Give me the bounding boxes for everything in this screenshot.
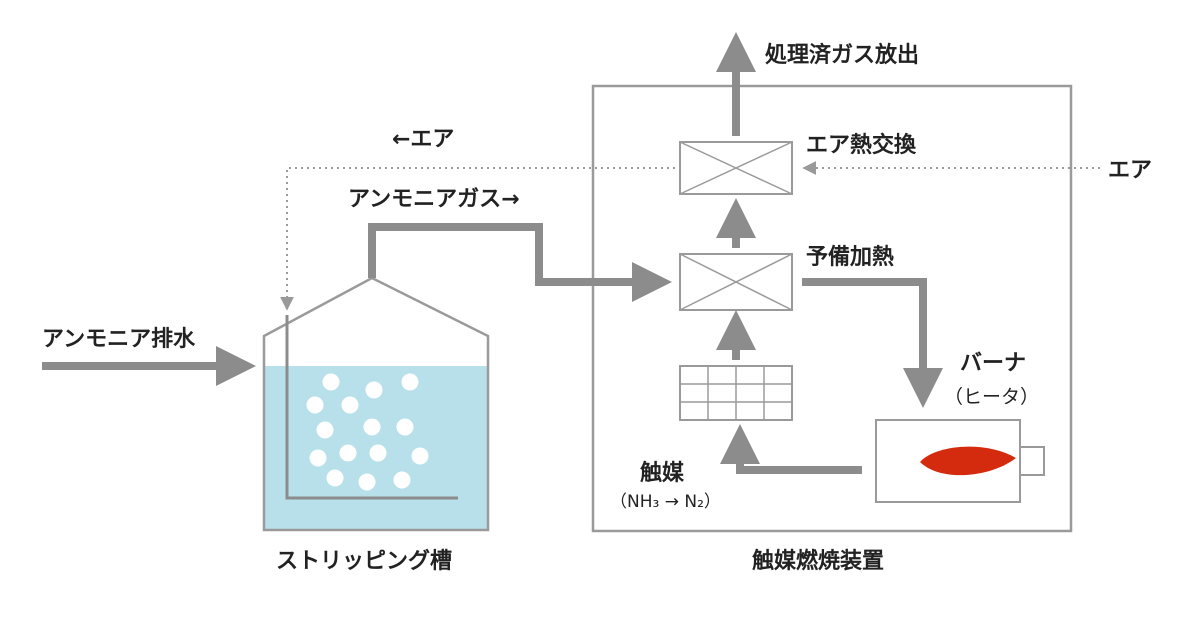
label-catalyst-reaction: （NH₃ → N₂） [610, 492, 721, 512]
label-catalytic-combustion-unit: 触媒燃焼装置 [752, 548, 884, 574]
burner-to-catalyst-pipe [720, 424, 862, 474]
bubble [365, 381, 383, 399]
label-heater: （ヒータ） [944, 386, 1039, 408]
label-air-in: エア [1108, 158, 1152, 183]
bubble [322, 373, 340, 391]
tank-inner-pipe [285, 315, 458, 500]
stripping-tank [262, 276, 490, 532]
burner-nozzle [1019, 446, 1045, 476]
bubble [326, 469, 344, 487]
grid-icon [679, 365, 793, 421]
bubble [363, 418, 381, 436]
label-ammonia-wastewater: アンモニア排水 [42, 327, 196, 352]
burner [875, 419, 1045, 503]
label-ammonia-gas: アンモニアガス→ [348, 187, 520, 212]
label-catalyst: 触媒 [640, 460, 685, 486]
label-air-heat-exchange: エア熱交換 [806, 132, 917, 158]
bubble [401, 373, 419, 391]
air-return-dotted-line [280, 167, 675, 311]
tank-outline [262, 276, 490, 532]
bubble [316, 421, 334, 439]
bubble [396, 418, 414, 436]
label-air-return: ←エア [392, 127, 454, 152]
cross-box-icon [679, 253, 793, 311]
label-stripping-tank: ストリッピング槽 [276, 548, 452, 574]
bubble [369, 444, 387, 462]
flame-icon [920, 446, 1016, 476]
label-burner: バーナ [960, 351, 1026, 376]
label-treated-gas-release: 処理済ガス放出 [765, 42, 919, 68]
cross-box-icon [679, 141, 793, 195]
bubble [341, 396, 359, 414]
combustion-unit-box [591, 84, 1073, 533]
label-preheat: 予備加熱 [806, 244, 894, 270]
bubble [339, 444, 357, 462]
bubbles [306, 373, 429, 491]
bubble [309, 449, 327, 467]
preheat-to-burner-pipe [802, 278, 943, 408]
ammonia-gas-pipe [368, 223, 672, 302]
bubble [306, 396, 324, 414]
bubble [393, 471, 411, 489]
bubble [411, 447, 429, 465]
bubble [358, 473, 376, 491]
